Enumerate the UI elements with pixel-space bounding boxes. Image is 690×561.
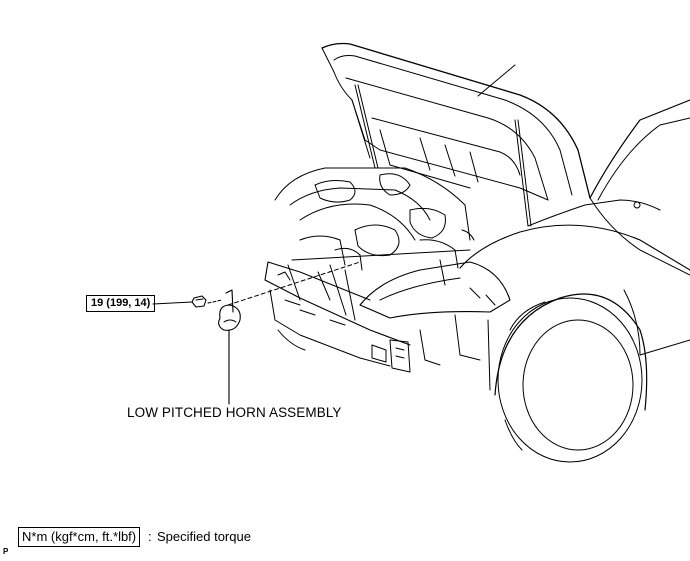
front-wheel bbox=[494, 293, 648, 463]
horn-assembly-label: LOW PITCHED HORN ASSEMBLY bbox=[127, 405, 342, 420]
low-pitched-horn bbox=[218, 289, 241, 331]
hood-supports bbox=[354, 64, 532, 227]
figure-code: P bbox=[3, 547, 9, 556]
legend-separator: : bbox=[148, 529, 152, 544]
hood bbox=[321, 42, 591, 201]
torque-leader-line bbox=[152, 301, 193, 305]
bumper-reinforcement bbox=[264, 261, 491, 391]
vehicle-body bbox=[459, 99, 690, 356]
mounting-bolt bbox=[191, 295, 207, 308]
torque-unit-legend-box: N*m (kgf*cm, ft.*lbf) bbox=[18, 527, 141, 547]
installation-guide bbox=[207, 261, 361, 306]
legend-description: Specified torque bbox=[157, 529, 251, 544]
engine-compartment bbox=[274, 167, 475, 321]
headlight bbox=[359, 261, 511, 319]
torque-value-box: 19 (199, 14) bbox=[86, 295, 156, 312]
